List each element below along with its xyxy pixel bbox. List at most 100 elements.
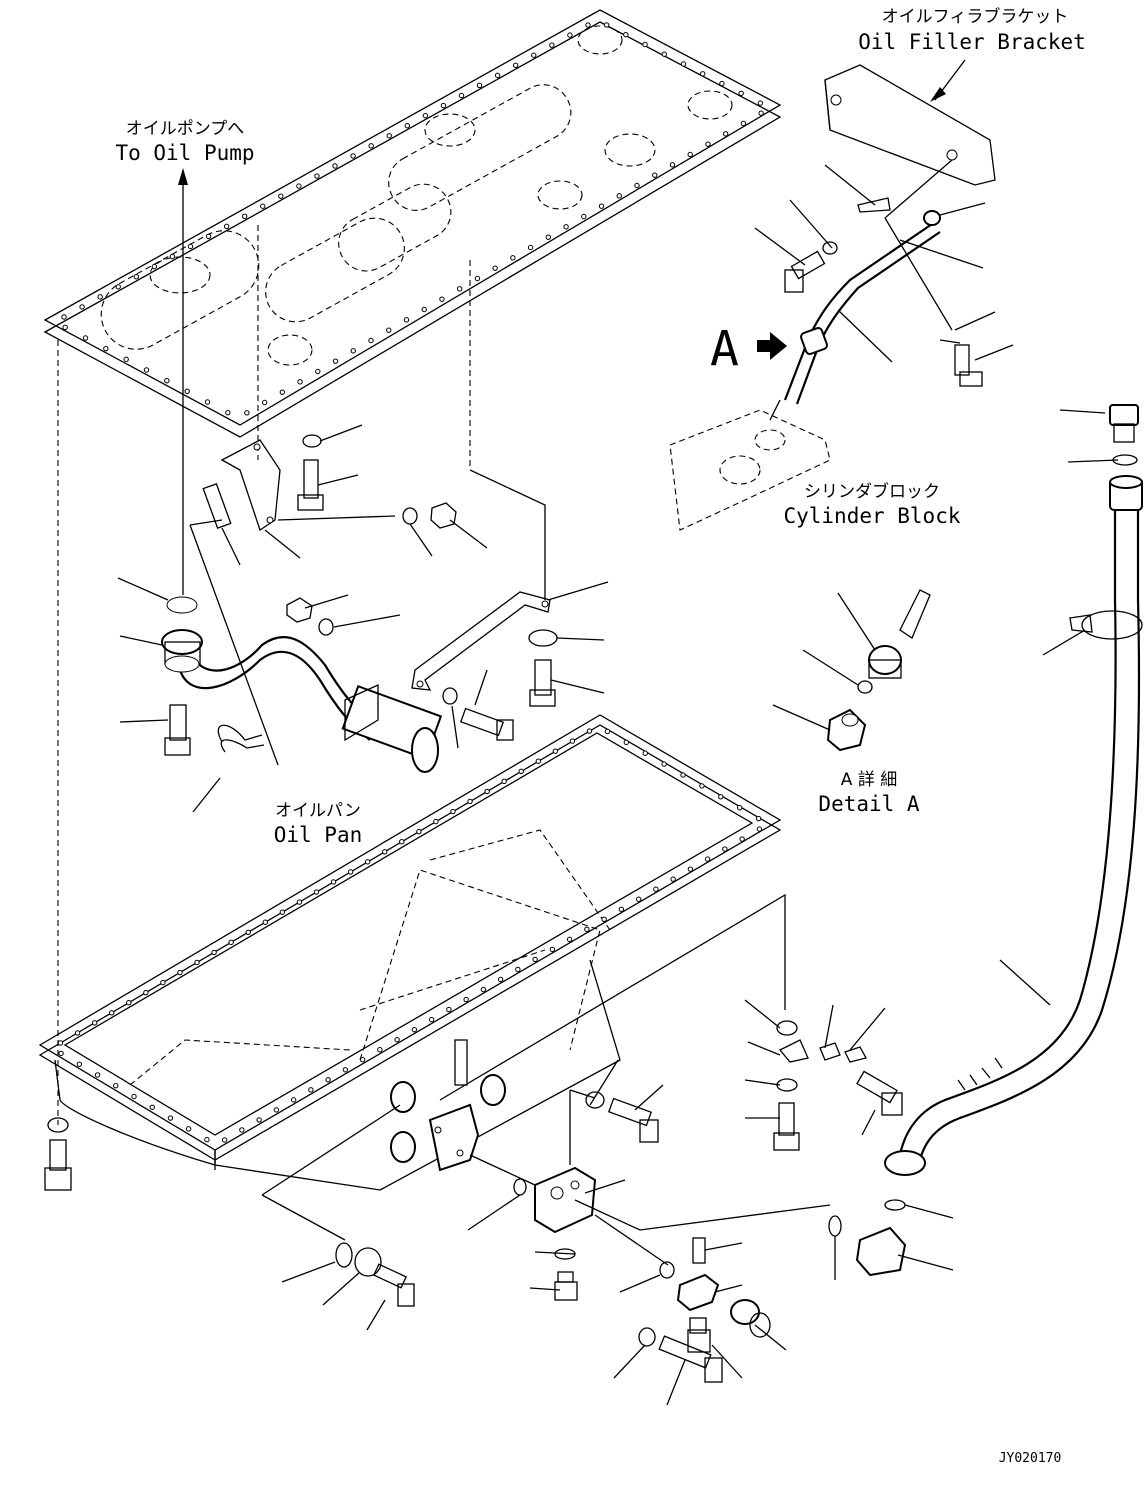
oil-pump-jp-label: オイルポンプへ [126, 119, 245, 139]
bolt-hole [279, 389, 286, 395]
bolt-hole [699, 783, 705, 789]
bolt-hole [364, 859, 371, 865]
bolt-hole [687, 866, 694, 872]
bolt-hole [256, 1117, 262, 1123]
bolt-hole [273, 1107, 280, 1113]
bolt-hole [476, 82, 483, 89]
bolt-hole [422, 112, 429, 119]
cylinder-block-fragment [669, 409, 831, 531]
bolt-hole [616, 193, 622, 199]
bolt-hole [228, 939, 234, 946]
bolt-hole [76, 1061, 83, 1067]
bolt-hole [428, 1016, 435, 1023]
bolt-hole [566, 936, 573, 943]
bolt-hole [115, 284, 121, 290]
bolt-hole [661, 761, 667, 767]
suction-tube-assembly [161, 596, 443, 773]
bolt-hole [58, 1050, 64, 1057]
bolt-hole [661, 51, 667, 57]
bolt-hole [531, 52, 537, 58]
detail-a-jp-label: A 詳 細 [841, 770, 897, 790]
bolt-hole [160, 979, 166, 986]
oil-filler-bracket-jp-label: オイルフィラブラケット [882, 6, 1069, 27]
bolt-hole [278, 193, 284, 199]
bolt-hole [586, 728, 593, 734]
bolt-hole [458, 92, 465, 99]
bolt-hole [687, 151, 693, 158]
oil-pan-en-label: Oil Pan [274, 823, 363, 847]
bolt-hole [474, 275, 481, 282]
view-a-arrow [757, 332, 787, 360]
bolt-hole [456, 286, 463, 292]
bolt-hole [91, 1020, 98, 1026]
bolt-hole [484, 788, 490, 795]
drawing-code: JY020170 [999, 1451, 1062, 1466]
bolt-hole [221, 1137, 228, 1143]
bolt-hole [131, 1093, 137, 1100]
bolt-hole [368, 337, 374, 344]
bolt-hole [332, 358, 339, 364]
bolt-hole [223, 223, 230, 230]
bolt-hole [549, 42, 555, 48]
bolt-hole [297, 379, 303, 385]
view-a-label: A [710, 321, 739, 377]
bolt-hole [585, 22, 591, 28]
bolt-hole [342, 1067, 349, 1073]
bolt-hole [79, 304, 85, 310]
valve-block-assembly [467, 1059, 831, 1406]
tube-bracket [202, 439, 281, 532]
bolt-hole [642, 750, 648, 756]
bolt-hole [149, 1104, 155, 1110]
bolt-hole [719, 80, 725, 87]
bolt-hole [261, 399, 268, 406]
bolt-hole [738, 90, 744, 97]
bolt-hole [279, 909, 286, 915]
bolt-hole [350, 348, 356, 354]
bolt-hole [290, 1097, 297, 1103]
bolt-hole [260, 203, 266, 209]
bolt-hole [325, 1077, 331, 1083]
bolt-hole [705, 141, 711, 147]
bolt-hole [623, 739, 630, 746]
bolt-hole [421, 306, 427, 313]
bolt-hole [652, 172, 658, 178]
bolt-hole [239, 1127, 245, 1133]
bolt-hole [740, 120, 747, 127]
bolt-hole [109, 1010, 115, 1016]
bolt-hole [386, 133, 392, 139]
bolt-hole [618, 906, 625, 912]
bolt-hole [205, 233, 212, 240]
bolt-hole [57, 1040, 64, 1046]
bolt-hole [755, 815, 762, 822]
bolt-hole [151, 263, 158, 270]
bolt-hole [758, 110, 764, 116]
cylinder-block-jp-label: シリンダブロック [804, 481, 940, 502]
bolt-hole [492, 265, 498, 271]
bolt-hole [399, 839, 405, 845]
bolt-hole [581, 213, 587, 220]
bolt-hole [510, 255, 516, 261]
bolt-hole [123, 356, 129, 363]
bolt-hole [756, 826, 763, 832]
bolt-hole [382, 849, 388, 855]
oil-pump-arrow-head [178, 168, 188, 185]
bolt-hole [563, 224, 569, 230]
bolt-hole [722, 131, 729, 137]
bolt-hole [739, 836, 745, 842]
bolt-hole [61, 314, 67, 320]
bolt-hole [680, 61, 687, 67]
bolt-hole [670, 876, 676, 882]
bolt-hole [549, 946, 556, 953]
bolt-hole [446, 1006, 452, 1013]
bolt-hole [569, 738, 576, 744]
bolt-hole [450, 808, 456, 815]
dipstick-tube [828, 404, 1143, 1280]
bolt-hole [377, 1047, 383, 1053]
bolt-hole [463, 996, 469, 1003]
bolt-hole [545, 234, 552, 240]
bolt-hole [315, 368, 321, 375]
bolt-hole [126, 1000, 132, 1006]
bolt-hole [82, 335, 89, 341]
bolt-hole [704, 856, 711, 862]
bolt-hole [347, 869, 354, 875]
